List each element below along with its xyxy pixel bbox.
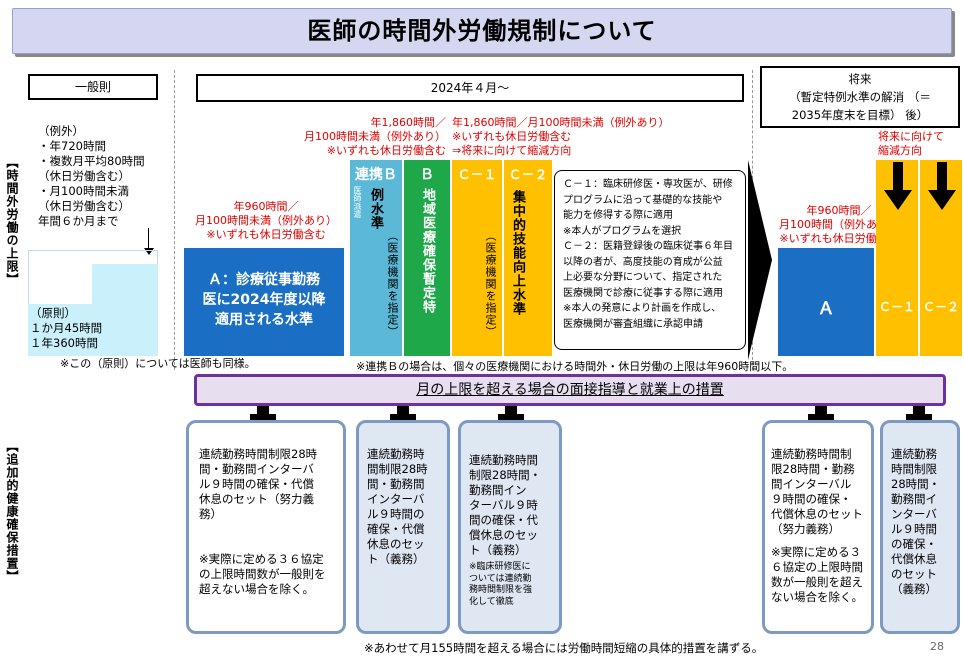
level-renkei-b-v2: （医療機関を指定） bbox=[386, 230, 399, 338]
general-arrow-line bbox=[148, 228, 149, 252]
measure-box-c: 連続勤務時間 制限28時間・ 勤務間イン ターバル９時 間の確保・代 償休息のセ… bbox=[458, 420, 562, 634]
header-general: 一般則 bbox=[28, 74, 158, 100]
level-renkei-b-sub: 医師派遣 bbox=[353, 186, 362, 218]
header-future: 将来 （暫定特例水準の解消 （＝ 2035年度末を目標） 後） bbox=[760, 66, 960, 128]
measure-box-c-note: ※臨床研修医に ついては連続勤 務時間制限を強 化して徹底 bbox=[469, 562, 533, 607]
level-c1-label: Ｃ－１ bbox=[457, 168, 497, 183]
level-c1-v: （医療機関を指定） bbox=[484, 230, 497, 338]
transition-arrow-icon bbox=[748, 160, 772, 360]
level-c2-label: Ｃ－２ bbox=[508, 168, 548, 183]
measure-box-c-main: 連続勤務時間 制限28時間・ 勤務間イン ターバル９時 間の確保・代 償休息のセ… bbox=[469, 453, 542, 557]
level-c2-v: 集中的技能向上水準 bbox=[510, 190, 525, 316]
level-renkei-b-label: 連携Ｂ bbox=[355, 167, 397, 183]
header-future-line1: 将来 bbox=[848, 72, 872, 86]
purple-banner: 月の上限を超える場合の面接指導と就業上の措置 bbox=[194, 374, 946, 406]
general-note: ※この（原則）については医師も同様。 bbox=[60, 357, 256, 370]
level-b-v: 地域医療確保暫定特 bbox=[420, 188, 435, 314]
title-bar: 医師の時間外労働規制について bbox=[12, 8, 952, 54]
measure-box-future-c-main: 連続勤務 時間制限 28時間・ 勤務間イ ンターバ ル９時間 の確保・ 代償休息… bbox=[891, 447, 941, 596]
future-c1-down-arrow-icon bbox=[884, 162, 912, 210]
level-b-bar: Ｂ 地域医療確保暫定特 bbox=[404, 160, 450, 356]
level-a-bar: Ａ：診療従事勤務 医に2024年度以降 適用される水準 bbox=[184, 248, 344, 356]
future-a-bar: Ａ bbox=[778, 248, 874, 356]
c-explain-box: Ｃ－１：臨床研修医・専攻医が、研修 プログラムに沿って基礎的な技能や 能力を修得… bbox=[554, 170, 746, 350]
level-renkei-b-v1: 例水準 bbox=[368, 188, 383, 230]
measure-box-future-a: 連続勤務時間制 限28時間・勤務 間インターバル ９時間の確保・ 代償休息のセッ… bbox=[762, 420, 874, 634]
renkei-note: ※連携Ｂの場合は、個々の医療機関における時間外・休日労働の上限は年960時間以下… bbox=[356, 360, 794, 373]
footer-note: ※あわせて月155時間を超える場合には労働時間短縮の具体的措置を講ずる。 bbox=[364, 641, 764, 655]
measure-box-future-a-main: 連続勤務時間制 限28時間・勤務 間インターバル ９時間の確保・ 代償休息のセッ… bbox=[771, 447, 863, 536]
level-renkei-b-bar: 連携Ｂ 医師派遣 例水準 （医療機関を指定） bbox=[350, 160, 402, 356]
future-c2-label: Ｃ－２ bbox=[922, 300, 959, 314]
level-b-label: Ｂ bbox=[420, 167, 434, 183]
header-april-2024: 2024年４月～ bbox=[196, 74, 744, 102]
measure-box-a-main: 連続勤務時間制限28時 間・勤務間インターバ ル９時間の確保・代償 休息のセット… bbox=[199, 447, 318, 521]
page-title: 医師の時間外労働規制について bbox=[307, 17, 657, 45]
measure-box-a-note: ※実際に定める３６協定 の上限時間数が一般則を 超えない場合を除く。 bbox=[199, 552, 326, 596]
future-c-limit-label: 将来に向けて 縮減方向 bbox=[878, 130, 944, 157]
measure-box-a: 連続勤務時間制限28時 間・勤務間インターバ ル９時間の確保・代償 休息のセット… bbox=[186, 420, 346, 634]
level-a-text: Ａ：診療従事勤務 医に2024年度以降 適用される水準 bbox=[202, 272, 326, 328]
level-c1-bar: Ｃ－１ （医療機関を指定） bbox=[452, 160, 502, 356]
general-principle-bar bbox=[28, 304, 158, 356]
general-exceptions: （例外） ・年720時間 ・複数月平均80時間 （休日労働含む） ・月100時間… bbox=[38, 124, 145, 228]
side-label-upper: 【時間外労働の上限】 bbox=[5, 156, 19, 286]
side-label-lower: 【追加的健康確保措置】 bbox=[5, 440, 19, 583]
purple-banner-text: 月の上限を超える場合の面接指導と就業上の措置 bbox=[416, 382, 724, 398]
level-c2-bar: Ｃ－２ 集中的技能向上水準 bbox=[504, 160, 552, 356]
a-limit-label: 年960時間／ 月100時間未満（例外あり） ※いずれも休日労働含む bbox=[195, 200, 337, 241]
measure-box-b-main: 連続勤務時 間制限28時 間・勤務間 インターバ ル９時間の 確保・代償 休息の… bbox=[367, 447, 428, 566]
future-a-limit-label: 年960時間／ 月100時間（例外あり） ※いずれも休日労働含む bbox=[779, 204, 899, 245]
c-explain-text: Ｃ－１：臨床研修医・専攻医が、研修 プログラムに沿って基礎的な技能や 能力を修得… bbox=[563, 179, 733, 330]
general-principle: （原則） １か月45時間 １年360時間 bbox=[30, 306, 103, 350]
future-c2-down-arrow-icon bbox=[928, 162, 956, 210]
measure-box-future-a-note: ※実際に定める３ ６協定の上限時間 数が一般則を超え ない場合を除く。 bbox=[771, 545, 863, 604]
b-limit-label: 年1,860時間／ 月100時間未満（例外あり） ※いずれも休日労働含む bbox=[304, 116, 446, 157]
future-c1-label: Ｃ－１ bbox=[878, 300, 915, 314]
measure-box-b: 連続勤務時 間制限28時 間・勤務間 インターバ ル９時間の 確保・代償 休息の… bbox=[356, 420, 450, 634]
header-future-line3: 2035年度末を目標） 後） bbox=[791, 108, 929, 122]
future-a-label: Ａ bbox=[817, 299, 835, 319]
header-future-line2: （暫定特例水準の解消 （＝ bbox=[789, 90, 931, 104]
measure-box-future-c: 連続勤務 時間制限 28時間・ 勤務間イ ンターバ ル９時間 の確保・ 代償休息… bbox=[880, 420, 960, 634]
page-number: 28 bbox=[930, 640, 944, 653]
c-limit-label: 年1,860時間／月100時間未満（例外あり） ※いずれも休日労働含む ⇒将来に… bbox=[452, 116, 670, 157]
general-arrow-head bbox=[144, 248, 154, 255]
separator-general bbox=[174, 70, 175, 370]
